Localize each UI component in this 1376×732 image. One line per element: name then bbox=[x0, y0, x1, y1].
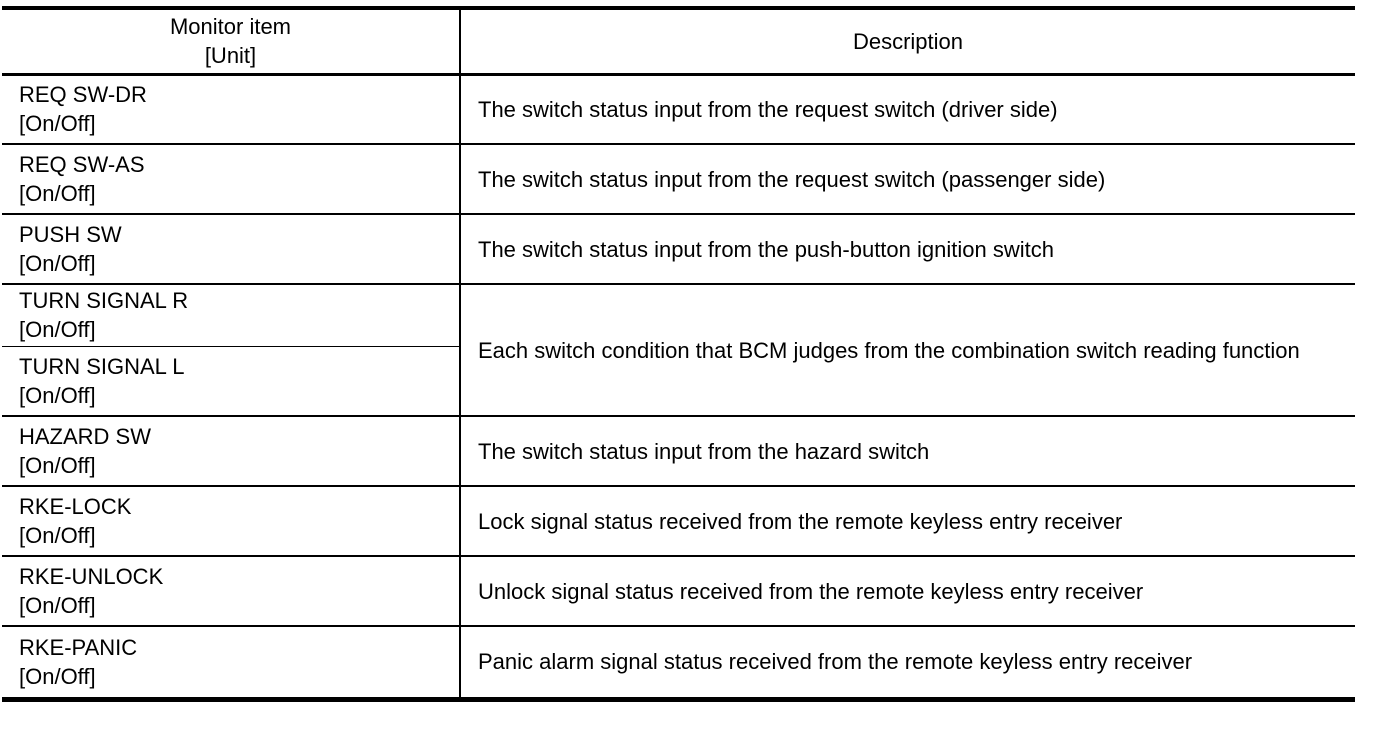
monitor-item-table: Monitor item [Unit] Description REQ SW-D… bbox=[2, 6, 1355, 702]
monitor-item-cell: PUSH SW [On/Off] bbox=[2, 213, 461, 284]
description-cell: The switch status input from the push-bu… bbox=[460, 213, 1355, 284]
monitor-item-unit: [On/Off] bbox=[19, 523, 96, 548]
table-row-turn-signal-r: TURN SIGNAL R [On/Off] Each switch condi… bbox=[2, 283, 1355, 416]
monitor-item-unit: [On/Off] bbox=[19, 251, 96, 276]
monitor-item-name: PUSH SW bbox=[19, 222, 122, 247]
monitor-item-unit: [On/Off] bbox=[19, 317, 96, 343]
monitor-item-unit: [On/Off] bbox=[19, 453, 96, 478]
monitor-item-name: RKE-PANIC bbox=[19, 634, 138, 660]
description-cell: Lock signal status received from the rem… bbox=[460, 485, 1355, 556]
monitor-item-unit: [On/Off] bbox=[19, 663, 96, 689]
table-row-push-sw: PUSH SW [On/Off] The switch status input… bbox=[2, 213, 1355, 284]
table-row-rke-unlock: RKE-UNLOCK [On/Off] Unlock signal status… bbox=[2, 555, 1355, 626]
monitor-item-unit: [On/Off] bbox=[19, 181, 96, 206]
monitor-item-cell: TURN SIGNAL L [On/Off] bbox=[2, 345, 461, 416]
table-row-req-sw-as: REQ SW-AS [On/Off] The switch status inp… bbox=[2, 143, 1355, 214]
monitor-item-unit: [On/Off] bbox=[19, 111, 96, 137]
monitor-item-cell: RKE-LOCK [On/Off] bbox=[2, 485, 461, 556]
monitor-item-name: HAZARD SW bbox=[19, 424, 151, 449]
monitor-item-name: TURN SIGNAL R bbox=[19, 288, 189, 314]
monitor-item-name: REQ SW-AS bbox=[19, 152, 145, 177]
monitor-item-cell: TURN SIGNAL R [On/Off] bbox=[2, 283, 461, 346]
description-cell-merged: Each switch condition that BCM judges fr… bbox=[460, 283, 1355, 416]
header-monitor-item-unit: [Unit] bbox=[204, 43, 257, 69]
monitor-item-cell: RKE-UNLOCK [On/Off] bbox=[2, 555, 461, 626]
table-row-req-sw-dr: REQ SW-DR [On/Off] The switch status inp… bbox=[2, 73, 1355, 144]
description-cell: Panic alarm signal status received from … bbox=[460, 625, 1355, 699]
table-row-turn-signal-l: TURN SIGNAL L [On/Off] bbox=[2, 345, 1355, 416]
monitor-item-name: REQ SW-DR bbox=[19, 82, 147, 108]
monitor-item-name: TURN SIGNAL L bbox=[19, 353, 185, 379]
monitor-item-cell: HAZARD SW [On/Off] bbox=[2, 415, 461, 486]
monitor-item-name: RKE-UNLOCK bbox=[19, 564, 164, 589]
description-cell: The switch status input from the hazard … bbox=[460, 415, 1355, 486]
monitor-item-cell: REQ SW-DR [On/Off] bbox=[2, 73, 461, 144]
description-cell: The switch status input from the request… bbox=[460, 73, 1355, 144]
monitor-item-unit: [On/Off] bbox=[19, 593, 96, 618]
description-cell: Unlock signal status received from the r… bbox=[460, 555, 1355, 626]
header-monitor-item: Monitor item [Unit] bbox=[2, 8, 461, 76]
monitor-item-cell: RKE-PANIC [On/Off] bbox=[2, 625, 461, 699]
table-row-rke-lock: RKE-LOCK [On/Off] Lock signal status rec… bbox=[2, 485, 1355, 556]
table-row-hazard-sw: HAZARD SW [On/Off] The switch status inp… bbox=[2, 415, 1355, 486]
table-row-rke-panic: RKE-PANIC [On/Off] Panic alarm signal st… bbox=[2, 625, 1355, 699]
monitor-item-name: RKE-LOCK bbox=[19, 494, 132, 519]
monitor-item-cell: REQ SW-AS [On/Off] bbox=[2, 143, 461, 214]
header-monitor-item-line1: Monitor item bbox=[169, 14, 292, 40]
monitor-item-unit: [On/Off] bbox=[19, 382, 96, 408]
header-description: Description bbox=[460, 8, 1355, 76]
table-header-row: Monitor item [Unit] Description bbox=[2, 8, 1355, 76]
description-cell: The switch status input from the request… bbox=[460, 143, 1355, 214]
